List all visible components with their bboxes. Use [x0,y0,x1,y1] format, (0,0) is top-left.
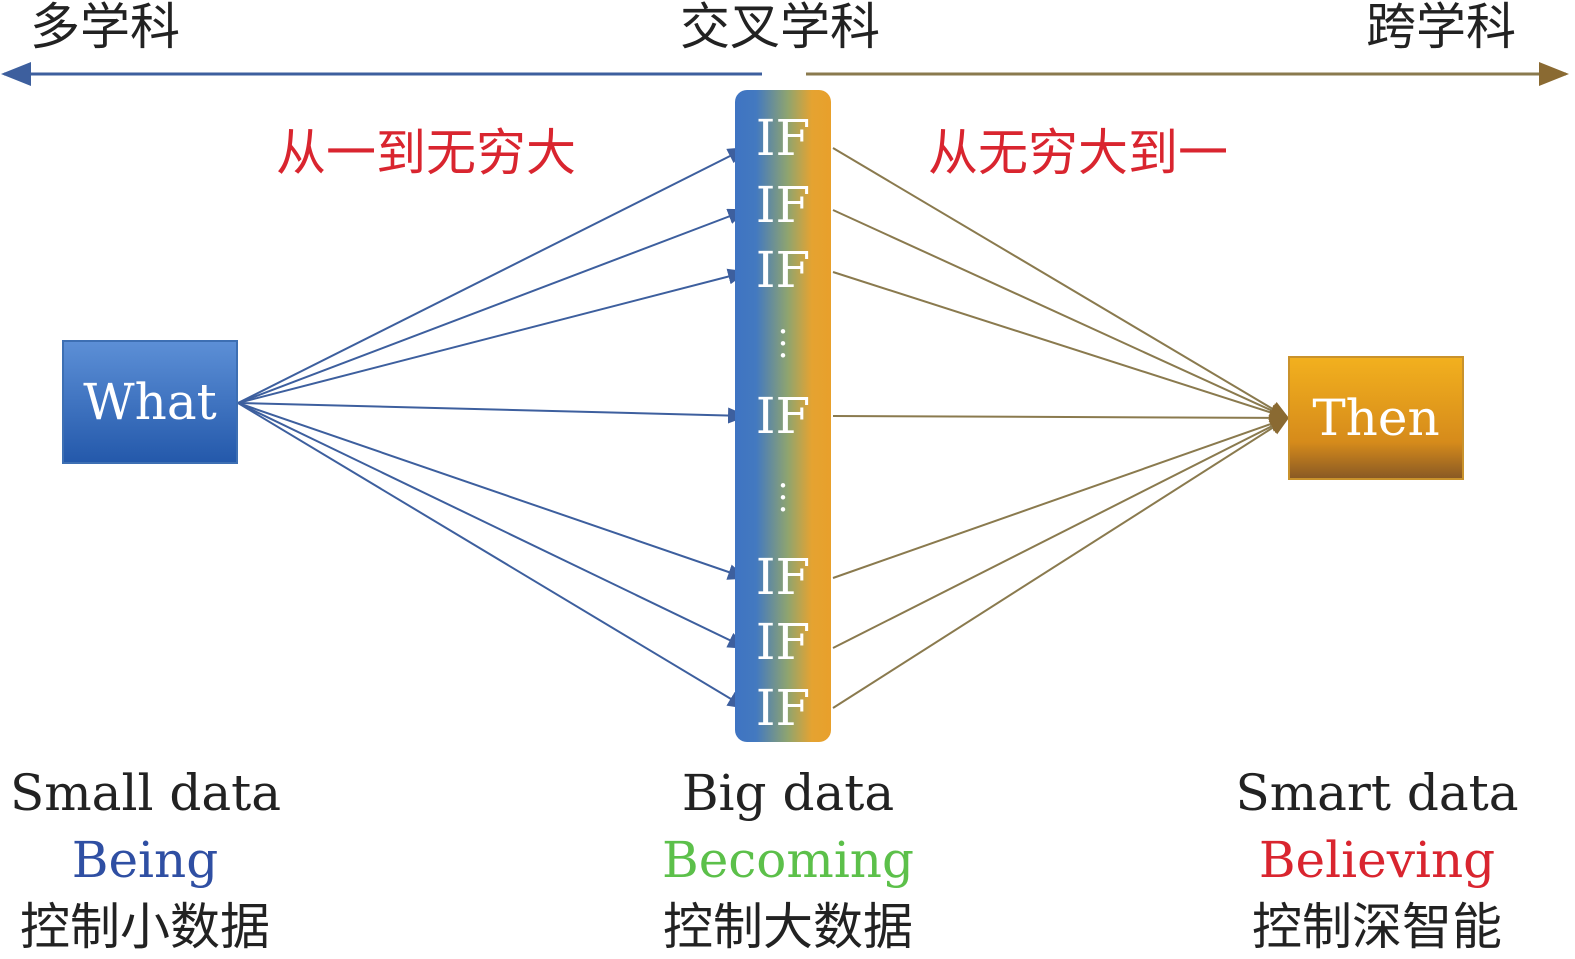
if-label: IF [755,176,811,234]
fan-line-left [237,402,748,580]
small-data-label: Small data [10,764,282,822]
vertical-ellipsis: ··· [777,312,789,376]
believing-label: Believing [1258,831,1496,889]
being-label: Being [71,831,219,889]
top-label-left: 多学科 [30,0,180,56]
what-node-label: What [83,373,217,431]
if-label: IF [755,241,811,299]
fan-line-right [832,416,1290,709]
fan-line-right [832,147,1290,420]
fan-line-left [237,402,748,710]
control-small-data-label: 控制小数据 [20,898,270,956]
fan-line-right [832,417,1290,649]
phrase-left: 从一到无穷大 [276,124,576,182]
if-label: IF [755,613,811,671]
then-node-label: Then [1312,389,1440,447]
fan-line-right [832,209,1290,419]
fan-line-left [237,147,748,404]
if-label: IF [755,548,811,606]
control-deep-intelligence-label: 控制深智能 [1252,898,1502,956]
fan-line-left [237,402,748,649]
if-label: IF [755,679,811,737]
if-column-bar [735,90,831,742]
vertical-ellipsis: ··· [777,466,789,530]
if-label: IF [755,109,811,167]
fan-line-right [832,416,1290,579]
top-label-center: 交叉学科 [680,0,880,56]
fan-line-left [237,208,748,404]
top-label-right: 跨学科 [1366,0,1516,56]
becoming-label: Becoming [661,831,915,889]
fan-lines-left [237,147,748,710]
big-data-label: Big data [681,764,895,822]
fan-lines-right [832,147,1290,709]
phrase-right: 从无穷大到一 [928,124,1228,182]
fan-line-left [237,268,748,404]
smart-data-label: Smart data [1235,764,1519,822]
fan-line-left [237,402,748,424]
what-node: What [62,340,238,464]
fan-line-right [832,409,1290,426]
if-label: IF [755,387,811,445]
control-big-data-label: 控制大数据 [663,898,913,956]
fan-line-right [832,271,1290,421]
then-node: Then [1288,356,1464,480]
